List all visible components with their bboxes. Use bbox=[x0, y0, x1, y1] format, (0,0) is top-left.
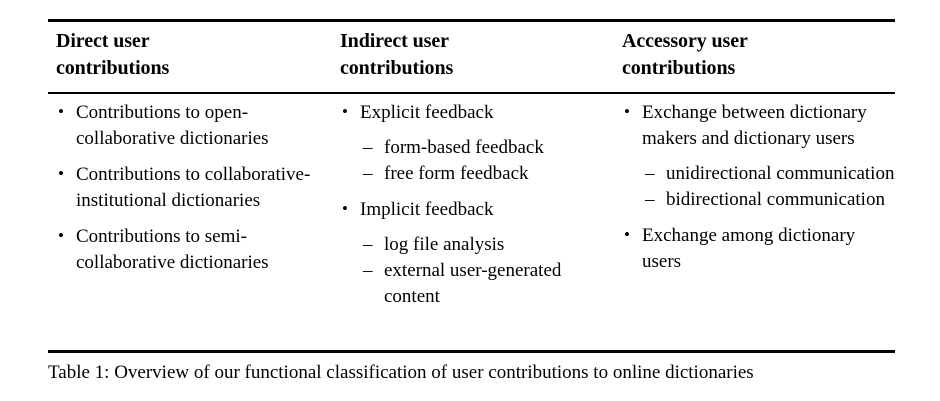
column-header-line-1: Accessory user bbox=[622, 30, 748, 52]
sub-list-item-label: log file analysis bbox=[384, 234, 505, 255]
list-item: • Contributions to collaborative-institu… bbox=[56, 162, 338, 214]
table-header-rule bbox=[48, 92, 895, 94]
table-bottom-rule bbox=[48, 350, 895, 353]
column-header-line-1: Indirect user bbox=[340, 30, 449, 52]
sub-list-item-label: unidirectional communication bbox=[666, 163, 895, 184]
table-caption: Table 1: Overview of our functional clas… bbox=[48, 362, 754, 383]
list-item-label: Implicit feedback bbox=[360, 199, 494, 220]
list-item: • Exchange among dictionary users bbox=[622, 223, 895, 275]
bullet-icon: • bbox=[342, 199, 348, 218]
column-body-accessory-user-contributions: • Exchange between dictionary makers and… bbox=[622, 100, 895, 275]
sub-bullet-list: – unidirectional communication – bidirec… bbox=[645, 161, 895, 213]
list-item: • Contributions to open-collaborative di… bbox=[56, 100, 338, 152]
sub-list-item: – free form feedback bbox=[363, 161, 618, 187]
list-item-label: Exchange among dictionary users bbox=[642, 225, 856, 272]
bullet-list: • Contributions to open-collaborative di… bbox=[56, 100, 338, 276]
list-item: • Contributions to semi-collaborative di… bbox=[56, 224, 338, 276]
list-item-label: Contributions to open-collaborative dict… bbox=[76, 102, 269, 149]
sub-list-item-label: external user-generated content bbox=[384, 260, 562, 307]
dash-icon: – bbox=[363, 260, 373, 281]
table-top-rule bbox=[48, 19, 895, 22]
list-item-label: Exchange between dictionary makers and d… bbox=[642, 102, 867, 149]
list-item: • Implicit feedback – log file analysis … bbox=[340, 197, 618, 310]
sub-list-item-label: bidirectional communication bbox=[666, 189, 885, 210]
bullet-icon: • bbox=[58, 226, 64, 245]
table-header-row: Direct user contributions Indirect user … bbox=[48, 28, 895, 86]
sub-list-item: – unidirectional communication bbox=[645, 161, 895, 187]
sub-list-item: – form-based feedback bbox=[363, 135, 618, 161]
bullet-list: • Explicit feedback – form-based feedbac… bbox=[340, 100, 618, 310]
sub-list-item: – log file analysis bbox=[363, 232, 618, 258]
bullet-icon: • bbox=[624, 225, 630, 244]
list-item: • Explicit feedback – form-based feedbac… bbox=[340, 100, 618, 187]
sub-bullet-list: – log file analysis – external user-gene… bbox=[363, 232, 618, 310]
column-header-line-2: contributions bbox=[340, 57, 454, 79]
list-item-label: Explicit feedback bbox=[360, 102, 494, 123]
column-body-direct-user-contributions: • Contributions to open-collaborative di… bbox=[56, 100, 338, 276]
column-body-indirect-user-contributions: • Explicit feedback – form-based feedbac… bbox=[340, 100, 618, 310]
list-item-label: Contributions to semi-collaborative dict… bbox=[76, 226, 269, 273]
column-header-accessory-user-contributions: Accessory user contributions bbox=[622, 28, 892, 82]
dash-icon: – bbox=[645, 189, 655, 210]
dash-icon: – bbox=[363, 163, 373, 184]
column-header-line-1: Direct user bbox=[56, 30, 150, 52]
sub-list-item-label: free form feedback bbox=[384, 163, 529, 184]
sub-bullet-list: – form-based feedback – free form feedba… bbox=[363, 135, 618, 187]
column-header-indirect-user-contributions: Indirect user contributions bbox=[340, 28, 610, 82]
dash-icon: – bbox=[645, 163, 655, 184]
list-item: • Exchange between dictionary makers and… bbox=[622, 100, 895, 213]
column-header-line-2: contributions bbox=[56, 57, 170, 79]
column-header-direct-user-contributions: Direct user contributions bbox=[56, 28, 326, 82]
sub-list-item: – bidirectional communication bbox=[645, 187, 895, 213]
bullet-icon: • bbox=[58, 164, 64, 183]
bullet-icon: • bbox=[342, 102, 348, 121]
dash-icon: – bbox=[363, 137, 373, 158]
list-item-label: Contributions to collaborative-instituti… bbox=[76, 164, 311, 211]
dash-icon: – bbox=[363, 234, 373, 255]
bullet-icon: • bbox=[624, 102, 630, 121]
sub-list-item-label: form-based feedback bbox=[384, 137, 544, 158]
table-body-row: • Contributions to open-collaborative di… bbox=[48, 100, 895, 345]
bullet-icon: • bbox=[58, 102, 64, 121]
sub-list-item: – external user-generated content bbox=[363, 258, 618, 310]
column-header-line-2: contributions bbox=[622, 57, 736, 79]
bullet-list: • Exchange between dictionary makers and… bbox=[622, 100, 895, 275]
